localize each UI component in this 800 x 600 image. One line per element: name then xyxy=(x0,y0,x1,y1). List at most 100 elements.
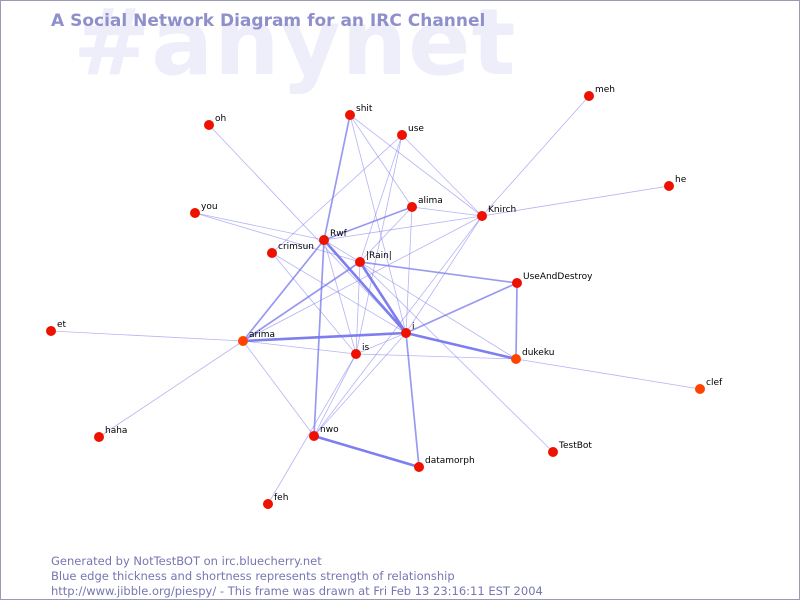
node-rwf: Rwf xyxy=(319,229,348,245)
edge-is-nwo xyxy=(313,353,357,437)
edge-shit-alima xyxy=(349,114,413,208)
node-label-meh: meh xyxy=(595,85,615,95)
edge-is-feh xyxy=(267,353,357,505)
edge-layer xyxy=(50,95,701,505)
edge-i-datamorph xyxy=(405,332,420,468)
edge-rain-is xyxy=(355,261,361,355)
edge-i-dukeku xyxy=(405,331,517,361)
node-use: use xyxy=(397,124,424,140)
edge-knirch-nwo xyxy=(313,215,483,437)
edge-arima-nwo xyxy=(242,340,315,437)
node-label-use: use xyxy=(408,124,424,134)
node-label-you: you xyxy=(201,202,218,212)
node-dot-oh xyxy=(204,120,214,130)
edge-is-dukeku xyxy=(355,353,517,360)
edge-use-rain xyxy=(359,134,403,263)
node-i: i xyxy=(401,322,415,338)
node-label-oh: oh xyxy=(215,114,226,124)
node-dot-et xyxy=(46,326,56,336)
edge-you-rwf xyxy=(194,212,325,241)
node-label-feh: feh xyxy=(274,493,288,503)
channel-watermark: #anynet xyxy=(73,0,517,96)
node-label-clef: clef xyxy=(706,378,723,388)
node-is: is xyxy=(351,343,370,359)
node-label-crimsun: crimsun xyxy=(278,242,314,252)
node-label-knirch: Knirch xyxy=(488,205,516,215)
edge-et-arima xyxy=(50,330,244,342)
edge-nwo-datamorph xyxy=(313,434,420,469)
node-label-useanddestroy: UseAndDestroy xyxy=(523,272,593,282)
footer: Generated by NotTestBOT on irc.bluecherr… xyxy=(51,554,543,599)
edge-shit-i xyxy=(349,114,407,334)
edge-crimsun-i xyxy=(271,252,407,334)
node-label-et: et xyxy=(57,320,67,330)
node-label-arima: arima xyxy=(249,330,275,340)
node-nwo: nwo xyxy=(309,425,339,441)
node-oh: oh xyxy=(204,114,226,130)
node-datamorph: datamorph xyxy=(414,456,475,472)
node-label-is: is xyxy=(362,343,370,353)
node-label-he: he xyxy=(675,175,687,185)
node-dot-datamorph xyxy=(414,462,424,472)
node-dot-rwf xyxy=(319,235,329,245)
edge-knirch-i xyxy=(405,215,483,334)
node-label-dukeku: dukeku xyxy=(522,348,554,358)
node-dot-useanddestroy xyxy=(512,278,522,288)
edge-use-is xyxy=(355,134,403,355)
node-dot-meh xyxy=(584,91,594,101)
node-dot-clef xyxy=(695,384,705,394)
node-rain: |Rain| xyxy=(355,251,392,267)
edge-he-knirch xyxy=(481,185,670,217)
edge-oh-i xyxy=(208,124,407,334)
edge-rwf-arima xyxy=(242,239,325,342)
node-shit: shit xyxy=(345,104,373,120)
node-dot-knirch xyxy=(477,211,487,221)
node-dot-haha xyxy=(94,432,104,442)
edge-rwf-rain xyxy=(323,239,361,263)
edge-rwf-i xyxy=(323,239,407,334)
edge-rain-arima xyxy=(242,261,361,342)
edge-arima-haha xyxy=(98,340,244,438)
edge-alima-rwf xyxy=(323,206,413,241)
node-label-haha: haha xyxy=(105,426,127,436)
node-et: et xyxy=(46,320,67,336)
node-feh: feh xyxy=(263,493,288,509)
edge-you-rain xyxy=(194,212,361,263)
edge-dukeku-clef xyxy=(515,358,701,390)
node-dot-feh xyxy=(263,499,273,509)
edge-knirch-arima xyxy=(242,215,483,342)
node-label-shit: shit xyxy=(356,104,373,114)
edge-arima-is xyxy=(242,340,357,355)
node-dot-rain xyxy=(355,257,365,267)
node-dot-crimsun xyxy=(267,248,277,258)
edge-knirch-rwf xyxy=(323,215,483,241)
node-clef: clef xyxy=(695,378,723,394)
node-label-alima: alima xyxy=(418,196,443,206)
edge-useanddestroy-i xyxy=(405,282,518,334)
edge-rain-dukeku xyxy=(359,261,517,360)
node-crimsun: crimsun xyxy=(267,242,314,258)
edge-alima-i xyxy=(405,206,413,334)
node-he: he xyxy=(664,175,687,191)
edge-i-nwo xyxy=(313,332,407,437)
node-dukeku: dukeku xyxy=(511,348,554,364)
diagram-title: A Social Network Diagram for an IRC Chan… xyxy=(51,11,486,31)
footer-generated-by: Generated by NotTestBOT on irc.bluecherr… xyxy=(51,554,322,568)
edge-useanddestroy-dukeku xyxy=(515,282,518,360)
node-dot-he xyxy=(664,181,674,191)
node-dot-testbot xyxy=(548,447,558,457)
edge-meh-knirch xyxy=(481,95,590,217)
edge-shit-knirch xyxy=(349,114,483,217)
node-dot-you xyxy=(190,208,200,218)
node-dot-shit xyxy=(345,110,355,120)
node-label-datamorph: datamorph xyxy=(425,456,475,466)
footer-legend-note: Blue edge thickness and shortness repres… xyxy=(51,569,455,583)
edge-arima-i xyxy=(242,331,407,343)
node-dot-dukeku xyxy=(511,354,521,364)
node-arima: arima xyxy=(238,330,275,346)
node-dot-alima xyxy=(407,202,417,212)
edge-alima-knirch xyxy=(411,206,483,217)
